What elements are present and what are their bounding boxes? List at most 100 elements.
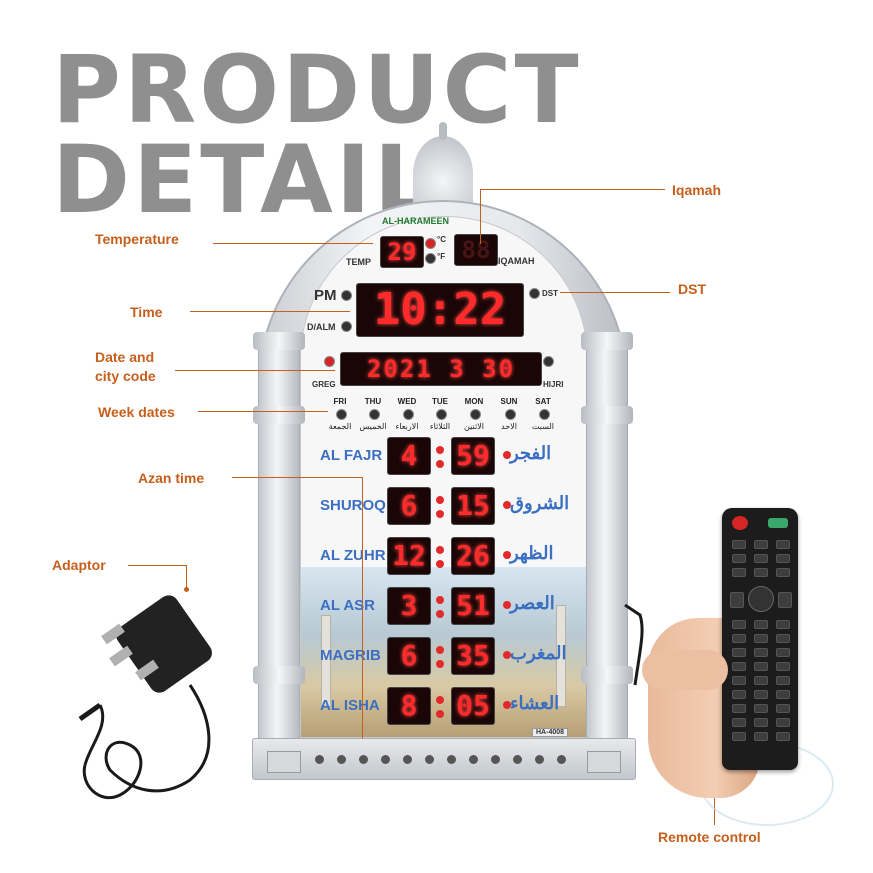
colon-dot xyxy=(436,696,444,704)
volume-button[interactable] xyxy=(778,592,792,608)
prayer-hour: 3 xyxy=(387,587,431,625)
pillar-cap xyxy=(581,406,633,424)
prayer-hour: 12 xyxy=(387,537,431,575)
base-button[interactable] xyxy=(535,755,544,764)
base-button[interactable] xyxy=(315,755,324,764)
prayer-name: MAGRIB xyxy=(320,647,381,664)
headline-detail: DETAIL xyxy=(52,126,437,235)
prayer-indicator xyxy=(503,651,511,659)
fahrenheit-label: °F xyxy=(437,252,446,261)
base-button[interactable] xyxy=(513,755,522,764)
base-button[interactable] xyxy=(403,755,412,764)
prayer-indicator xyxy=(503,551,511,559)
base-button[interactable] xyxy=(381,755,390,764)
fahrenheit-indicator xyxy=(425,253,436,264)
remote-button[interactable] xyxy=(776,634,790,643)
remote-button[interactable] xyxy=(754,662,768,671)
remote-button[interactable] xyxy=(776,732,790,741)
prayer-name-ar: الشروق xyxy=(510,493,570,513)
pm-label: PM xyxy=(314,287,337,304)
remote-button[interactable] xyxy=(776,540,790,549)
dpad-button[interactable] xyxy=(748,586,774,612)
minaret xyxy=(556,605,566,707)
prayer-indicator xyxy=(503,451,511,459)
prayer-indicator xyxy=(503,701,511,709)
remote-button[interactable] xyxy=(732,662,746,671)
remote-button[interactable] xyxy=(732,718,746,727)
day-label-ar: الاثنين xyxy=(464,422,484,431)
callout-date-city: Date and city code xyxy=(95,349,156,384)
greg-indicator xyxy=(324,356,335,367)
remote-button[interactable] xyxy=(732,540,746,549)
remote-button[interactable] xyxy=(754,540,768,549)
remote-button[interactable] xyxy=(732,634,746,643)
remote-button[interactable] xyxy=(776,648,790,657)
remote-control xyxy=(722,508,798,770)
day-label: MON xyxy=(464,397,484,406)
leader-dot xyxy=(184,587,189,592)
model-label: HA-4008 xyxy=(532,728,569,737)
colon-dot xyxy=(436,646,444,654)
prayer-hour: 6 xyxy=(387,487,431,525)
remote-button[interactable] xyxy=(754,718,768,727)
power-button[interactable] xyxy=(732,516,748,530)
leader-line xyxy=(128,565,186,566)
remote-button[interactable] xyxy=(776,568,790,577)
iqamah-label: IQAMAH xyxy=(498,256,535,266)
callout-azan-time: Azan time xyxy=(138,470,205,486)
remote-button[interactable] xyxy=(776,718,790,727)
remote-button[interactable] xyxy=(732,704,746,713)
remote-button[interactable] xyxy=(754,554,768,563)
remote-button[interactable] xyxy=(776,554,790,563)
remote-button[interactable] xyxy=(732,620,746,629)
base-button[interactable] xyxy=(359,755,368,764)
remote-button[interactable] xyxy=(754,732,768,741)
day-label-ar: الاحد xyxy=(501,422,517,431)
remote-button[interactable] xyxy=(754,690,768,699)
remote-button[interactable] xyxy=(732,554,746,563)
celsius-label: °C xyxy=(437,235,446,244)
callout-dst: DST xyxy=(678,281,706,297)
leader-line xyxy=(480,189,665,190)
remote-button[interactable] xyxy=(776,676,790,685)
base-button[interactable] xyxy=(469,755,478,764)
day-label: FRI xyxy=(333,397,347,406)
remote-button[interactable] xyxy=(754,676,768,685)
colon-dot xyxy=(436,510,444,518)
base-button[interactable] xyxy=(337,755,346,764)
base-button[interactable] xyxy=(491,755,500,764)
remote-button[interactable] xyxy=(732,732,746,741)
remote-button[interactable] xyxy=(732,568,746,577)
base-button[interactable] xyxy=(447,755,456,764)
day-indicator xyxy=(403,409,414,420)
remote-button[interactable] xyxy=(754,620,768,629)
remote-button[interactable] xyxy=(776,662,790,671)
remote-button[interactable] xyxy=(754,568,768,577)
remote-button[interactable] xyxy=(776,690,790,699)
left-pillar xyxy=(253,332,305,742)
day-label: WED xyxy=(397,397,417,406)
callout-temperature: Temperature xyxy=(95,231,179,247)
dalm-indicator xyxy=(341,321,352,332)
callout-time: Time xyxy=(130,304,163,320)
remote-button[interactable] xyxy=(732,676,746,685)
base-button[interactable] xyxy=(557,755,566,764)
remote-button[interactable] xyxy=(754,704,768,713)
remote-button[interactable] xyxy=(776,620,790,629)
day-indicator xyxy=(336,409,347,420)
remote-button[interactable] xyxy=(732,648,746,657)
base-button[interactable] xyxy=(425,755,434,764)
remote-button[interactable] xyxy=(732,690,746,699)
remote-button[interactable] xyxy=(776,704,790,713)
right-pillar xyxy=(581,332,633,742)
remote-button[interactable] xyxy=(754,634,768,643)
azan-clock xyxy=(252,122,636,780)
brand-label: AL-HARAMEEN xyxy=(382,216,449,226)
volume-button[interactable] xyxy=(730,592,744,608)
mode-button[interactable] xyxy=(768,518,788,528)
colon-dot xyxy=(436,460,444,468)
day-label-ar: الاربعاء xyxy=(395,422,419,431)
remote-button[interactable] xyxy=(754,648,768,657)
speaker-grille xyxy=(587,751,621,773)
callout-week-dates: Week dates xyxy=(98,404,175,420)
